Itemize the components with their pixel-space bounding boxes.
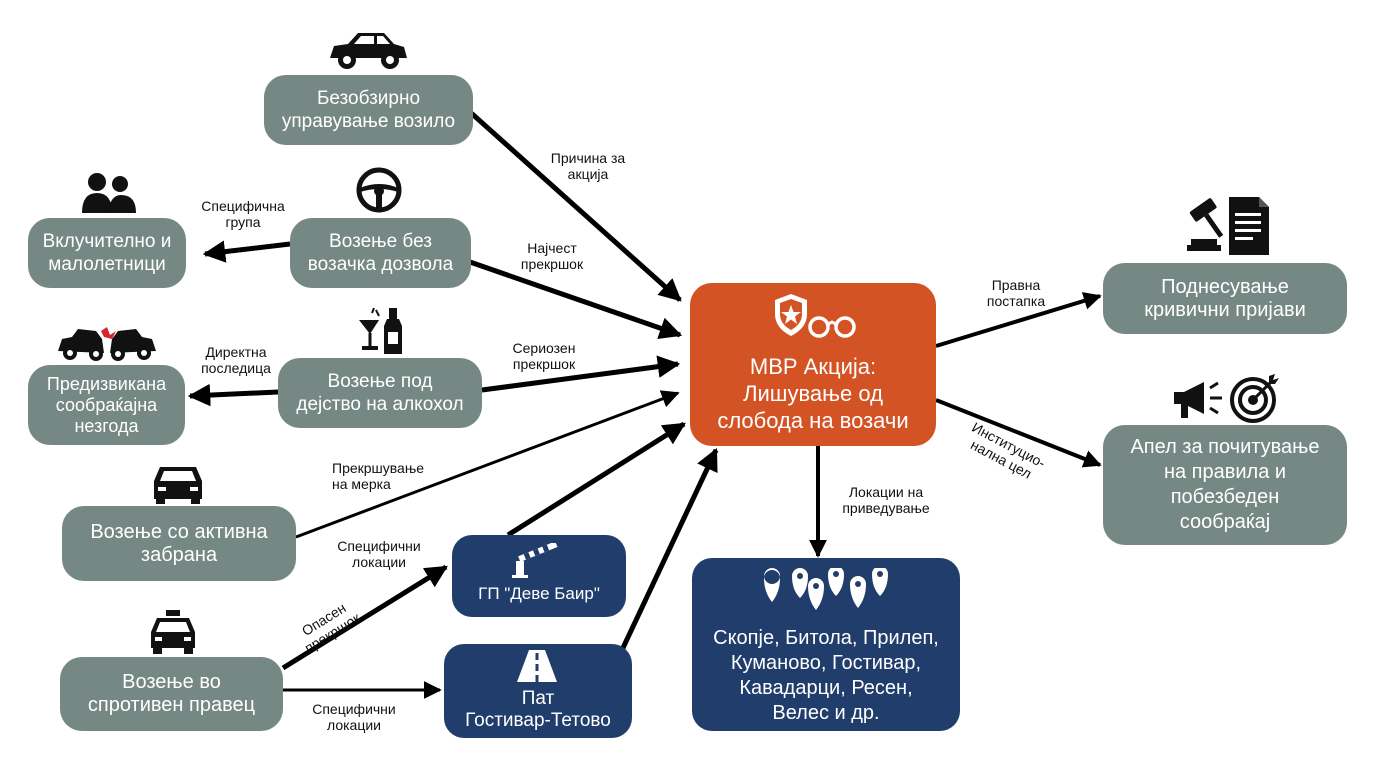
road-icon xyxy=(517,650,557,682)
megaphone-icon xyxy=(1174,381,1222,418)
node-appeal: Апел за почитување на правила и побезбед… xyxy=(1103,425,1347,545)
alcohol-icon xyxy=(359,307,402,354)
node-active-ban: Возење со активна забрана xyxy=(62,506,296,581)
handcuffs-icon xyxy=(808,316,856,338)
car-icon xyxy=(330,33,407,69)
arrow-road-to-center xyxy=(619,447,719,652)
arrow-alcohol-to-center xyxy=(481,355,681,393)
police-car-icon xyxy=(154,467,202,504)
arrow-center-to-appeal xyxy=(935,398,1102,468)
node-reckless-driving: Безобзирно управување возило xyxy=(264,75,473,145)
edge-label-specific-group: Специфична група xyxy=(201,198,285,230)
taxi-icon xyxy=(151,610,195,654)
gavel-document-icon xyxy=(1187,197,1269,255)
edge-label-specific-locations-2: Специфични локации xyxy=(312,701,396,733)
node-accident: Предизвикана сообраќајна незгода xyxy=(28,365,185,445)
arrow-center-to-charges xyxy=(935,292,1102,348)
node-minors: Вклучително и малолетници xyxy=(28,218,186,288)
barrier-icon xyxy=(512,543,558,578)
edge-label-measure-violation: Прекршување на мерка xyxy=(332,460,425,492)
node-alcohol: Возење под дејство на алкохол xyxy=(278,358,482,428)
arrow-reckless-to-center xyxy=(468,110,682,302)
arrow-alcohol-to-accident xyxy=(187,383,279,407)
edge-label-direct-consequence: Директна последица xyxy=(201,344,271,376)
edge-label-reason: Причина за акција xyxy=(550,150,626,182)
arrow-no-license-to-minors xyxy=(202,240,291,263)
steering-wheel-icon xyxy=(356,167,402,213)
people-icon xyxy=(82,173,136,213)
edge-label-most-frequent: Најчест прекршок xyxy=(520,240,584,272)
node-gostivar-tetovo-road: Пат Гостивар-Тетово xyxy=(444,644,632,738)
arrow-ban-to-center xyxy=(295,390,680,539)
edge-label-arrest-locations: Локации на приведување xyxy=(842,484,930,516)
map-pins-icon xyxy=(764,568,888,610)
edge-label-serious: Сериозен прекршок xyxy=(512,340,576,372)
arrow-deve-bair-to-center xyxy=(506,421,686,538)
node-criminal-charges: Поднесување кривични пријави xyxy=(1103,263,1347,334)
car-crash-icon xyxy=(58,327,156,361)
node-center-mvr-action: МВР Акција: Лишување од слобода на возач… xyxy=(690,283,936,446)
node-wrong-way: Возење во спротивен правец xyxy=(60,657,283,731)
edge-label-specific-locations-1: Специфични локации xyxy=(337,538,421,570)
police-badge-icon xyxy=(775,294,807,336)
target-icon xyxy=(1230,374,1279,423)
node-no-license: Возење без возачка дозвола xyxy=(290,218,471,288)
node-cities: Скопје, Битола, Прилеп, Куманово, Гостив… xyxy=(692,558,960,731)
arrow-wrong-way-to-deve-bair xyxy=(281,564,448,671)
arrow-no-license-to-center xyxy=(469,259,683,339)
edge-label-legal-procedure: Правна постапка xyxy=(986,277,1046,309)
